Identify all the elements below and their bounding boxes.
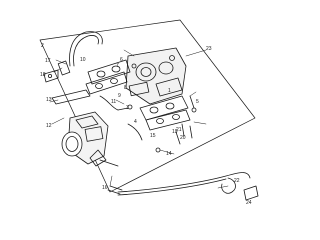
callout-10: 10 bbox=[80, 57, 86, 63]
throttle-cable-part bbox=[107, 172, 251, 196]
callout-14: 14 bbox=[166, 151, 172, 157]
callout-13: 13 bbox=[46, 97, 52, 103]
fuel-line-part bbox=[99, 95, 143, 141]
intake-manifold-part bbox=[125, 47, 187, 105]
callout-21: 21 bbox=[176, 127, 182, 133]
callout-leaders bbox=[49, 49, 229, 189]
callout-5: 5 bbox=[196, 99, 199, 105]
callout-2: 2 bbox=[41, 43, 44, 49]
callout-3: 3 bbox=[126, 105, 129, 111]
callout-8: 8 bbox=[124, 85, 127, 91]
callout-1: 1 bbox=[168, 88, 171, 94]
callout-15: 15 bbox=[150, 133, 156, 139]
mounting-bracket-part bbox=[43, 69, 91, 105]
callout-12: 12 bbox=[46, 123, 52, 129]
callout-9: 9 bbox=[118, 93, 121, 99]
diagram-drawing bbox=[39, 19, 259, 201]
gasket-lower-part bbox=[139, 95, 191, 131]
vacuum-hose-part bbox=[57, 31, 103, 76]
callout-24: 24 bbox=[246, 200, 252, 206]
callout-20: 20 bbox=[180, 135, 186, 141]
bolt-set-part bbox=[155, 95, 197, 153]
callout-18: 18 bbox=[40, 72, 46, 78]
callout-7: 7 bbox=[116, 63, 119, 69]
cable-clip-part bbox=[243, 185, 259, 201]
callout-17: 17 bbox=[45, 58, 51, 64]
callout-4: 4 bbox=[134, 119, 137, 125]
throttle-body-part bbox=[61, 111, 119, 167]
callout-6: 6 bbox=[120, 57, 123, 63]
callout-16: 16 bbox=[102, 185, 108, 191]
callout-19: 19 bbox=[172, 129, 178, 135]
gasket-upper-part bbox=[85, 59, 131, 95]
callout-23: 23 bbox=[206, 46, 212, 52]
callout-22: 22 bbox=[234, 178, 240, 184]
callout-11: 11 bbox=[111, 99, 117, 105]
parts-exploded-diagram: 1 2 3 4 5 6 7 8 9 10 11 12 13 14 15 16 1… bbox=[39, 19, 259, 206]
